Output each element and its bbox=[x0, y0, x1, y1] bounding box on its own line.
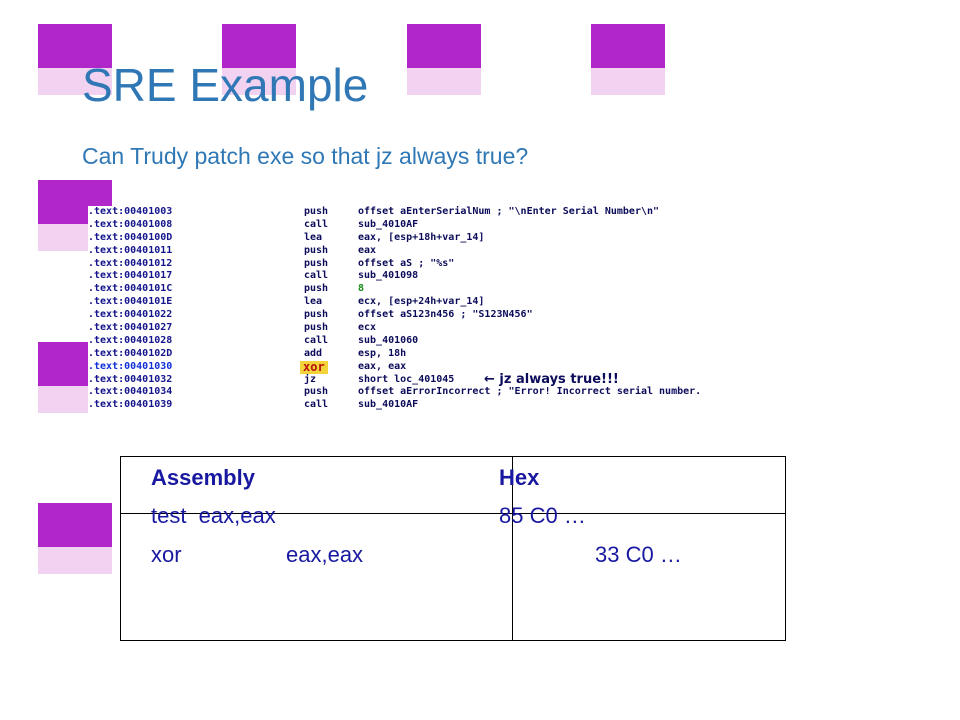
code-address: .text:0040102D bbox=[88, 347, 173, 359]
code-row: .text:00401039 call sub_4010AF bbox=[88, 399, 761, 412]
code-row: .text:00401028 call sub_401060 bbox=[88, 335, 761, 348]
code-address: .text:00401028 bbox=[88, 334, 173, 346]
table-divider bbox=[512, 457, 513, 640]
code-operand: eax, eax bbox=[358, 360, 407, 372]
code-address: .text:00401017 bbox=[88, 270, 173, 282]
code-operand: offset aErrorIncorrect ; "Error! Incorre… bbox=[358, 386, 702, 398]
code-address: .text:00401030 bbox=[88, 360, 173, 372]
code-operand: sub_401098 bbox=[358, 270, 419, 282]
assembly-cell: xor bbox=[151, 542, 182, 567]
code-row: .text:00401017 call sub_401098 bbox=[88, 270, 761, 283]
code-mnemonic: push bbox=[304, 309, 329, 321]
code-row: .text:00401012 push offset aS ; "%s" bbox=[88, 258, 761, 271]
code-address: .text:00401039 bbox=[88, 399, 173, 411]
code-address: .text:00401027 bbox=[88, 322, 173, 334]
code-mnemonic: push bbox=[304, 322, 329, 334]
decor-square bbox=[591, 24, 665, 95]
code-mnemonic: call bbox=[304, 334, 329, 346]
jz-annotation: ← jz always true!!! bbox=[484, 371, 619, 387]
opcode-table: Assembly Hex test eax,eax 85 C0 … xor ea… bbox=[120, 456, 786, 641]
code-address: .text:00401003 bbox=[88, 206, 173, 217]
code-mnemonic: lea bbox=[304, 231, 323, 243]
code-address: .text:0040100D bbox=[88, 231, 173, 243]
code-row: .text:00401011 push eax bbox=[88, 245, 761, 258]
code-operand: offset aEnterSerialNum ; "\nEnter Serial… bbox=[358, 206, 660, 217]
decor-square bbox=[222, 24, 296, 95]
slide-title: SRE Example bbox=[82, 59, 369, 111]
decor-square bbox=[38, 503, 112, 574]
code-row: .text:0040100D lea eax, [esp+18h+var_14] bbox=[88, 232, 761, 245]
code-mnemonic: push bbox=[304, 257, 329, 269]
code-mnemonic: lea bbox=[304, 296, 323, 308]
code-operand: ecx bbox=[358, 322, 377, 334]
code-row: .text:00401022 push offset aS123n456 ; "S1… bbox=[88, 309, 761, 322]
hex-cell: 33 C0 … bbox=[595, 542, 682, 567]
code-operand: ecx, [esp+24h+var_14] bbox=[358, 296, 485, 308]
code-operand: sub_401060 bbox=[358, 334, 419, 346]
code-mnemonic: call bbox=[304, 270, 329, 282]
code-row: .text:00401003 push offset aEnterSerialNum… bbox=[88, 206, 761, 219]
table-divider bbox=[121, 513, 785, 514]
code-mnemonic: call bbox=[304, 399, 329, 411]
hex-header: Hex bbox=[499, 465, 540, 490]
code-row-selected: .text:00401030 xor eax, eax bbox=[88, 360, 761, 374]
code-operand: esp, 18h bbox=[358, 347, 407, 359]
assembly-cell-args: eax,eax bbox=[286, 542, 364, 567]
slide-subtitle: Can Trudy patch exe so that jz always tr… bbox=[82, 143, 529, 169]
code-row: .text:00401008 call sub_4010AF bbox=[88, 219, 761, 232]
code-address: .text:00401034 bbox=[88, 386, 173, 398]
code-operand: sub_4010AF bbox=[358, 218, 419, 230]
code-row: .text:00401034 push offset aErrorIncorrect… bbox=[88, 386, 761, 399]
disassembly-listing: .text:00401003 push offset aEnterSerialNum… bbox=[88, 206, 761, 416]
code-address: .text:00401011 bbox=[88, 244, 173, 256]
assembly-header: Assembly bbox=[151, 465, 255, 490]
code-operand: 8 bbox=[358, 283, 365, 295]
code-address: .text:0040101E bbox=[88, 296, 173, 308]
code-address: .text:00401008 bbox=[88, 218, 173, 230]
code-mnemonic: call bbox=[304, 218, 329, 230]
code-mnemonic: jz bbox=[304, 373, 317, 385]
code-address: .text:00401012 bbox=[88, 257, 173, 269]
patched-mnemonic: xor bbox=[300, 360, 328, 374]
code-mnemonic: push bbox=[304, 386, 329, 398]
code-mnemonic: push bbox=[304, 244, 329, 256]
code-row: .text:0040101C push 8 bbox=[88, 283, 761, 296]
assembly-cell: test eax,eax bbox=[151, 503, 276, 528]
code-mnemonic: push bbox=[304, 283, 329, 295]
code-operand: sub_4010AF bbox=[358, 399, 419, 411]
code-row: .text:0040101E lea ecx, [esp+24h+var_14] bbox=[88, 296, 761, 309]
code-address: .text:0040101C bbox=[88, 283, 173, 295]
code-mnemonic: add bbox=[304, 347, 323, 359]
code-operand: eax bbox=[358, 244, 377, 256]
decor-square bbox=[38, 24, 112, 95]
code-row: .text:00401032 jz short loc_401045 ← jz alw… bbox=[88, 371, 761, 387]
code-row: .text:0040102D add esp, 18h bbox=[88, 348, 761, 361]
decor-square bbox=[407, 24, 481, 95]
code-mnemonic: push bbox=[304, 206, 329, 217]
code-operand: short loc_401045 bbox=[358, 373, 455, 385]
code-address: .text:00401022 bbox=[88, 309, 173, 321]
hex-cell: 85 C0 … bbox=[499, 503, 586, 528]
code-address: .text:00401032 bbox=[88, 373, 173, 385]
code-operand: offset aS ; "%s" bbox=[358, 257, 455, 269]
code-operand: eax, [esp+18h+var_14] bbox=[358, 231, 485, 243]
code-operand: offset aS123n456 ; "S123N456" bbox=[358, 309, 533, 321]
code-row: .text:00401027 push ecx bbox=[88, 322, 761, 335]
